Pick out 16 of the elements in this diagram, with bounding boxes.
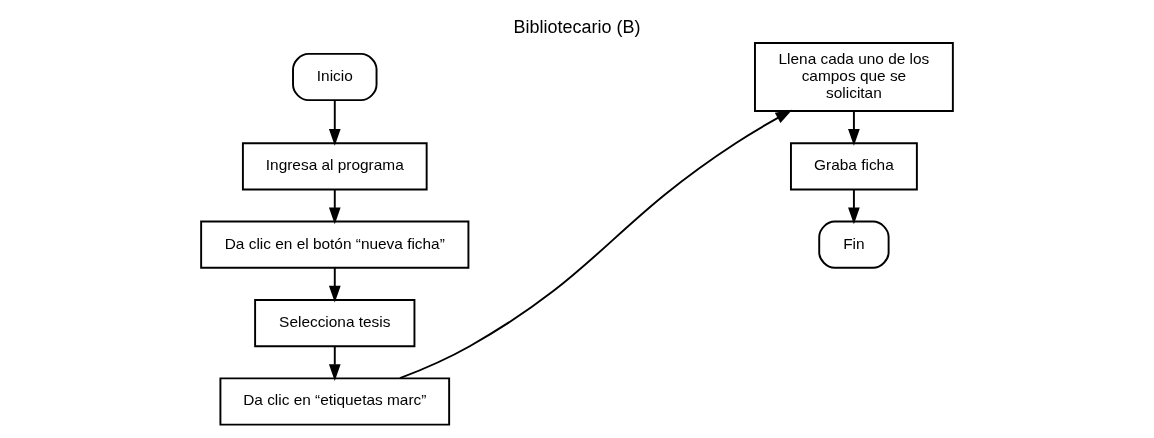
arrow: [328, 188, 341, 225]
arrow: [328, 99, 341, 146]
arrow: [328, 266, 341, 303]
diagram-title: Bibliotecario (B): [513, 16, 641, 37]
node-box: Inicio: [292, 52, 378, 102]
node-box: Da clic en “etiquetas marc”: [219, 377, 451, 426]
node-box: Da clic en el botón “nueva ficha”: [200, 220, 470, 269]
arrow: [328, 345, 341, 381]
node-box: Graba ficha: [790, 142, 918, 191]
arrow: [398, 109, 793, 380]
node-box: Fin: [818, 220, 890, 269]
arrow: [848, 110, 860, 146]
node-box: Ingresa al programa: [241, 142, 428, 191]
arrow: [848, 188, 860, 225]
node-box: Llena cada uno de los campos que se solicitan: [754, 42, 954, 113]
node-box: Selecciona tesis: [254, 299, 416, 348]
